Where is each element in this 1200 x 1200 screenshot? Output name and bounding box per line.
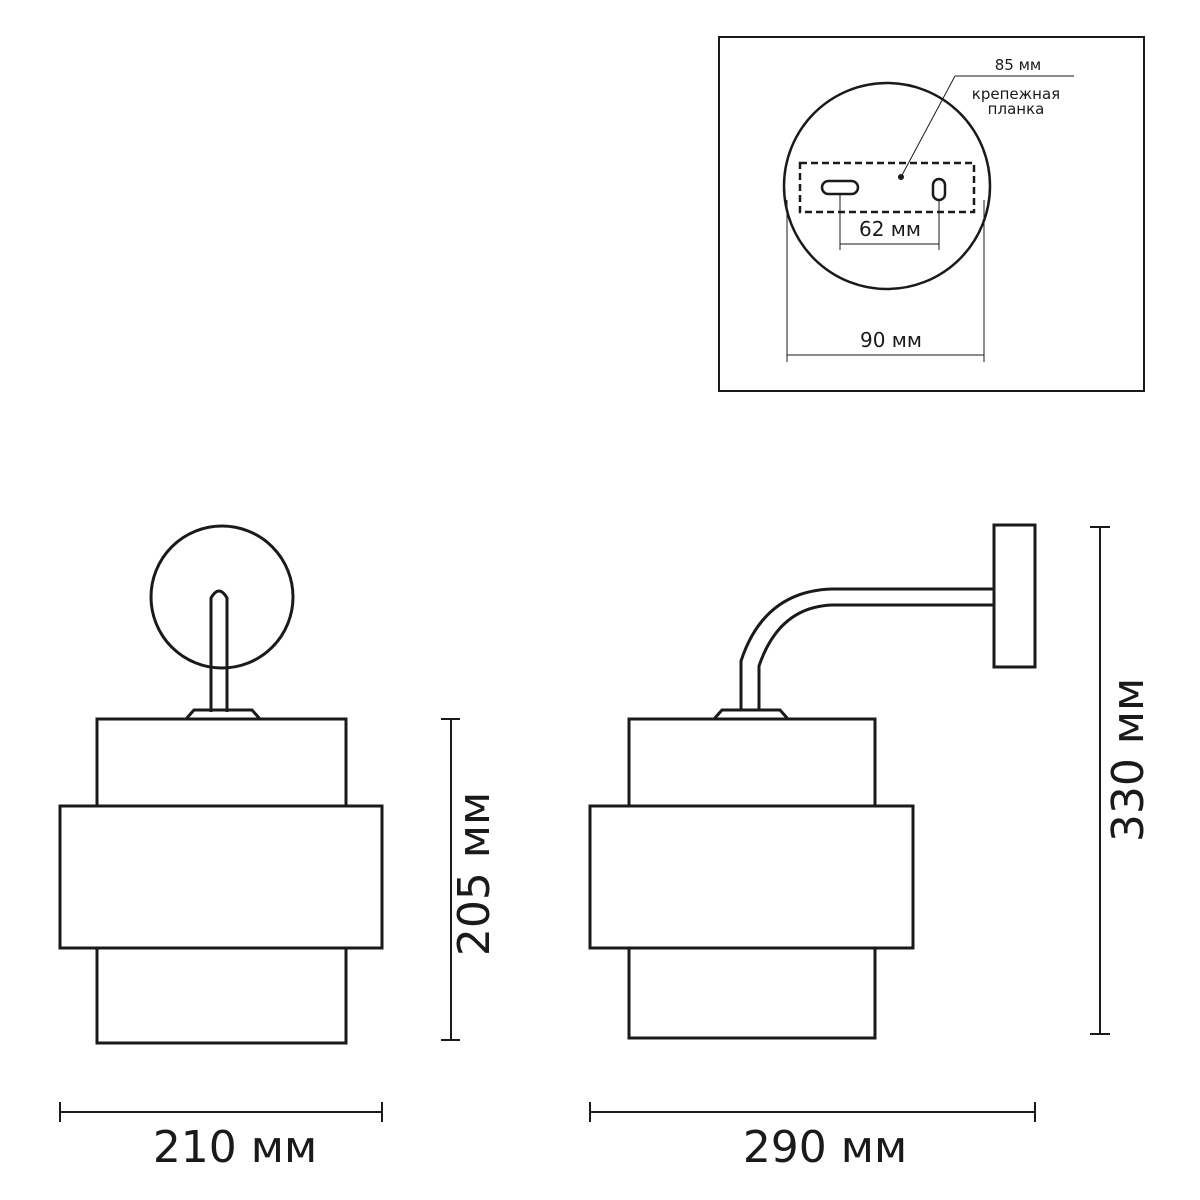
side-depth-label: 290 мм <box>743 1122 907 1173</box>
side-wall-plate <box>992 523 1037 669</box>
front-lower-shade <box>95 946 348 1045</box>
mounting-slot-left <box>820 179 860 196</box>
side-arm-inner <box>757 603 994 711</box>
front-height-label: 205 мм <box>449 792 500 956</box>
base-diameter-label: 90 мм <box>860 328 922 352</box>
mounting-plate-outline <box>798 161 976 214</box>
side-arm-outer <box>739 587 994 711</box>
base-circle <box>782 81 992 291</box>
mounting-slot-right <box>931 177 947 202</box>
side-upper-shade <box>627 717 877 808</box>
side-height-label: 330 мм <box>1103 678 1154 842</box>
side-lower-shade <box>627 946 877 1040</box>
front-view: 205 мм 210 мм <box>58 524 500 1173</box>
plate-name-line2: планка <box>988 100 1045 118</box>
side-view: 330 мм 290 мм <box>588 523 1154 1173</box>
plate-name-line1: крепежная <box>972 85 1060 103</box>
front-wall-plate <box>149 524 295 670</box>
side-band <box>588 804 915 950</box>
inset-frame <box>718 36 1145 392</box>
hole-spacing-label: 62 мм <box>859 217 921 241</box>
plate-depth-label: 85 мм <box>995 56 1042 74</box>
front-width-label: 210 мм <box>153 1122 317 1173</box>
front-arm <box>209 589 229 712</box>
leader-line <box>900 75 956 178</box>
front-upper-shade <box>95 717 348 808</box>
front-band <box>58 804 384 950</box>
mounting-detail-inset: 85 мм крепежная планка 62 мм 90 мм <box>718 36 1145 392</box>
